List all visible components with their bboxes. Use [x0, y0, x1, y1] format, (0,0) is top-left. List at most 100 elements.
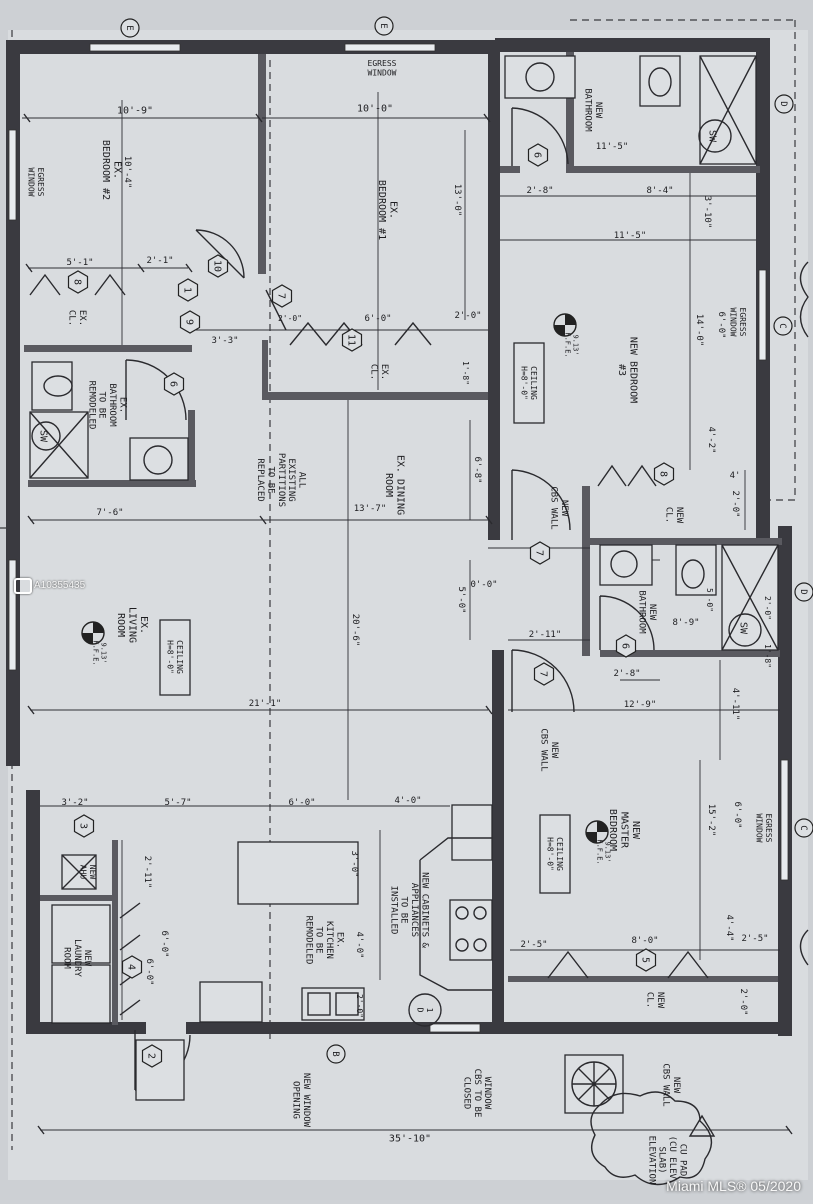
wall-closet-bottom	[262, 392, 488, 400]
door-tag-number: 8	[658, 471, 669, 477]
dryer	[51, 964, 111, 1024]
door-tag-number: 11	[346, 334, 357, 346]
label-dims-d37: 2'-5"	[741, 934, 768, 944]
label-rooms-ex_cl_left: EX.CL.	[67, 310, 87, 326]
door-tag-number: 7	[538, 671, 549, 677]
label-dims-d2: 10'-0"	[357, 104, 393, 115]
wall-left-lower	[26, 790, 40, 1030]
kitchen-island	[237, 841, 359, 905]
label-dims-d11: 1'-8"	[461, 361, 470, 385]
label-rooms-new_cl_right: NEWCL.	[664, 507, 684, 524]
door-tag-number: 2	[146, 1053, 157, 1059]
label-windows-egress_right: EGRESSWINDOW	[729, 308, 747, 337]
grid-bubble-letter: B	[330, 1051, 340, 1056]
grid-bubble-letter: D	[798, 589, 808, 594]
window-top-2	[344, 43, 436, 52]
label-dims-d15: 5'-0"	[456, 586, 466, 613]
wall-mid-left	[582, 486, 590, 656]
door-tag-d8a: 8	[67, 270, 89, 294]
camera-icon	[14, 578, 32, 594]
label-dims-d48: 2'-0"	[355, 994, 364, 1018]
door-tag-d9: 9	[179, 310, 201, 334]
wall-bottom-right	[500, 1022, 792, 1034]
label-dims-d32: 15'-2"	[706, 804, 716, 837]
door-tag-number: 10	[212, 260, 223, 272]
grid-bubble-c1: C	[773, 316, 793, 336]
label-fixtures-sw3: SW	[738, 622, 749, 635]
label-dims-d7: 3'-3"	[211, 336, 238, 346]
toilet-left	[31, 361, 73, 411]
label-dims-d10: 2'-0"	[454, 311, 481, 321]
sink-mid-icon	[610, 550, 638, 578]
label-dims-d42: 4'-0"	[394, 796, 421, 806]
label-dims-d30: 12'-9"	[624, 700, 657, 710]
label-dims-d34: 4'-4"	[724, 914, 734, 941]
wall-mid-top	[582, 538, 782, 545]
vanity-mid	[599, 544, 653, 586]
dashed-lines	[0, 19, 796, 1150]
door-tag-number: 9	[184, 319, 195, 325]
right-edge-cloud	[799, 261, 809, 966]
ceiling-box-bedroom3	[513, 342, 545, 424]
label-dims-d20: 8'-4"	[646, 186, 673, 196]
door-tag-d6a: 6	[527, 143, 549, 167]
toilet-left-icon	[43, 375, 73, 397]
mls-id: A10355435	[34, 580, 86, 591]
door-tag-d3: 3	[73, 814, 95, 838]
window-right-2	[780, 759, 789, 881]
window-top-1	[89, 43, 181, 52]
door-tag-d7b: 7	[529, 541, 551, 565]
label-dims-d8: 2'-0"	[278, 314, 302, 323]
burner-4-icon	[473, 938, 487, 952]
wall-center-lower	[492, 650, 504, 1030]
label-rooms-window_opening: NEW WINDOWOPENING	[291, 1073, 311, 1128]
label-rooms-ex_cl_mid: EX.CL.	[369, 364, 389, 380]
label-dims-d33: 6'-0"	[732, 801, 742, 828]
label-rooms-laundry: NEWLAUNDRYROOM	[62, 939, 93, 978]
wall-center-upper	[488, 40, 500, 540]
label-dims-d36: 8'-0"	[631, 936, 658, 946]
label-dims-d51: 2'-8"	[613, 669, 640, 679]
door-tag-number: 7	[534, 550, 545, 556]
label-rooms-crs_wall_bottom: NEWCBS WALL	[661, 1063, 681, 1106]
range	[449, 899, 493, 961]
wall-master-closet	[508, 976, 778, 982]
window-bottom-1	[429, 1023, 481, 1033]
label-grid-ldb: 1D	[416, 1008, 434, 1013]
sink-left-icon	[143, 445, 173, 475]
grid-bubble-letter: C	[798, 825, 808, 830]
label-dims-d1: 10'-9"	[117, 106, 153, 117]
door-tag-d7a: 7	[271, 284, 293, 308]
label-rooms-new_ahu: NEWAHU	[79, 865, 97, 880]
label-rooms-crs_wall_top: NEWCBS WALL	[549, 486, 569, 529]
label-rooms-bedroom1: EX.BEDROOM #1	[376, 180, 399, 240]
door-tag-number: 7	[276, 293, 287, 299]
grid-bubble-letter: E	[378, 23, 388, 28]
label-dims-d23: 3'-10"	[702, 196, 712, 229]
washer	[51, 904, 111, 964]
door-tag-number: 1	[182, 287, 193, 293]
label-dims-d16: 0'-0"	[470, 580, 497, 590]
label-rooms-new_bathroom_top: NEWBATHROOM	[583, 88, 603, 132]
label-ffe-living: 9.13'F.F.E.	[92, 640, 108, 665]
door-tag-number: 6	[168, 381, 179, 387]
door-tag-number: 4	[126, 964, 137, 970]
label-dims-d45: 2'-11"	[142, 856, 152, 889]
label-rooms-living: EX.LIVINGROOM	[115, 607, 149, 643]
label-rooms-partitions: ALLEXISTINGPARTITIONSTO BEREPLACED	[255, 453, 306, 507]
label-dims-d52: 5'-0"	[705, 588, 714, 612]
label-dims-d53: 2'-0"	[763, 596, 772, 620]
grid-bubble-letter: C	[777, 323, 787, 328]
window-right-1	[758, 269, 767, 361]
walls	[6, 38, 792, 1036]
door-tag-number: 6	[620, 643, 631, 649]
shower-drain-left-icon	[31, 421, 61, 451]
burner-3-icon	[455, 938, 469, 952]
label-dims-d46: 6'-0"	[159, 930, 169, 957]
label-dims-d19: 2'-8"	[526, 186, 553, 196]
label-ceilings-master: CEILINGH=8'-0"	[546, 837, 564, 871]
wall-bath-bottom	[28, 480, 196, 487]
label-dims-d14: 13'-7"	[354, 504, 387, 514]
